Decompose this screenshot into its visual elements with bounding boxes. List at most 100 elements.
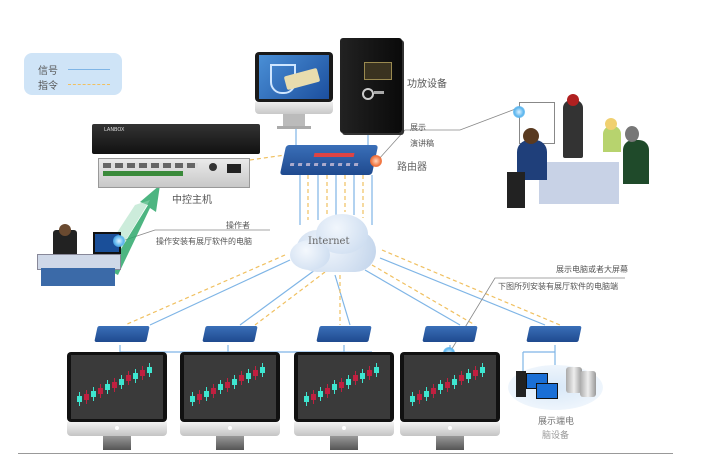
server-group <box>508 365 603 410</box>
candlestick-body <box>410 396 415 402</box>
command-line <box>254 271 326 326</box>
command-lines <box>124 154 561 326</box>
candlestick-body <box>84 393 89 400</box>
candlestick-body <box>318 391 323 398</box>
candlestick-body <box>126 375 131 382</box>
attendee-figure <box>623 140 649 184</box>
meeting-table <box>539 162 619 204</box>
candlestick-body <box>225 381 230 388</box>
candlestick-body <box>346 379 351 386</box>
internet-cloud: Internet <box>288 212 384 276</box>
brand-label: LANBOX <box>104 127 125 133</box>
pc-tower-icon <box>516 371 526 397</box>
candlestick-body <box>140 369 145 376</box>
candlestick-body <box>204 391 209 398</box>
terminal-block <box>103 171 183 176</box>
operator-desc-label: 操作安装有展厅软件的电脑 <box>156 237 252 246</box>
switch-device <box>526 326 582 342</box>
chart-screen <box>184 355 276 419</box>
signal-line <box>379 257 546 326</box>
signal-line <box>334 274 351 326</box>
meeting-scene <box>505 92 655 210</box>
central-host-label: 中控主机 <box>172 195 212 206</box>
port-row <box>103 163 198 168</box>
candlestick-body <box>466 373 471 380</box>
command-line <box>124 254 286 326</box>
candlestick-body <box>459 375 464 382</box>
candlestick-body <box>112 381 117 388</box>
switch-device <box>422 326 478 342</box>
candlestick-body <box>339 381 344 388</box>
server-label-1: 展示端电 <box>538 417 575 427</box>
signal-node-icon <box>513 106 525 118</box>
server-icon <box>566 367 582 393</box>
speech-label: 演讲稿 <box>410 139 434 148</box>
internet-label: Internet <box>308 236 350 247</box>
attendee-figure <box>603 126 621 152</box>
candlestick-body <box>119 379 124 386</box>
display-panel <box>364 62 392 80</box>
candlestick-body <box>197 393 202 400</box>
candlestick-body <box>325 387 330 394</box>
display-monitor <box>67 352 167 452</box>
switch-device <box>316 326 372 342</box>
candlestick-body <box>445 381 450 388</box>
candlestick-body <box>431 387 436 394</box>
server-icon <box>580 371 596 397</box>
candlestick-body <box>253 369 258 376</box>
candlestick-body <box>424 391 429 398</box>
signal-line <box>239 269 316 326</box>
operator-workstation <box>35 218 125 286</box>
legend-signal-label: 信号 <box>38 66 58 77</box>
central-host: LANBOX <box>92 124 260 190</box>
candlestick-body <box>311 393 316 400</box>
display-monitor <box>180 352 280 452</box>
legend-command-line <box>68 84 110 85</box>
dial-icon <box>362 88 374 100</box>
candlestick-body <box>304 396 309 402</box>
amplifier-label: 功放设备 <box>407 79 447 90</box>
monitor-icon <box>536 383 558 399</box>
candlestick-body <box>218 384 223 390</box>
router-node-icon <box>370 155 382 167</box>
chart-screen <box>404 355 496 419</box>
candlestick-body <box>98 387 103 394</box>
router-label: 路由器 <box>397 162 427 173</box>
candlestick-body <box>91 391 96 398</box>
candlestick-body <box>147 367 152 374</box>
signal-line <box>149 259 291 326</box>
candlestick-body <box>473 369 478 376</box>
operator-node-icon <box>113 235 125 247</box>
callout-line <box>377 107 519 161</box>
candlestick-body <box>260 367 265 374</box>
switch-device <box>94 326 150 342</box>
candlestick-body <box>480 367 485 374</box>
router-device <box>279 145 379 175</box>
chart-screen <box>71 355 163 419</box>
candlestick-body <box>190 396 195 402</box>
power-socket <box>227 164 241 173</box>
candlestick-body <box>239 375 244 382</box>
candlestick-body <box>246 373 251 380</box>
candlestick-body <box>77 396 82 402</box>
display-screens-label: 展示电脑或者大屏幕 <box>556 265 628 274</box>
chair <box>507 172 525 208</box>
display-monitor <box>294 352 394 452</box>
candlestick-body <box>360 373 365 380</box>
candlestick-body <box>417 393 422 400</box>
green-arrow <box>108 185 160 275</box>
command-line <box>371 264 476 326</box>
display-screens-desc-label: 下图所列安装有展厅软件的电脑端 <box>498 282 618 291</box>
floor-line <box>18 453 673 454</box>
switch-device <box>202 326 258 342</box>
imac-monitor <box>255 52 333 130</box>
chart-screen <box>298 355 390 419</box>
candlestick-body <box>438 384 443 390</box>
candlestick-body <box>452 379 457 386</box>
candlestick-body <box>133 373 138 380</box>
legend-signal-line <box>68 69 110 70</box>
candlestick-body <box>332 384 337 390</box>
command-line <box>249 154 286 161</box>
display-label: 展示 <box>410 123 426 132</box>
presenter-figure <box>563 100 583 158</box>
